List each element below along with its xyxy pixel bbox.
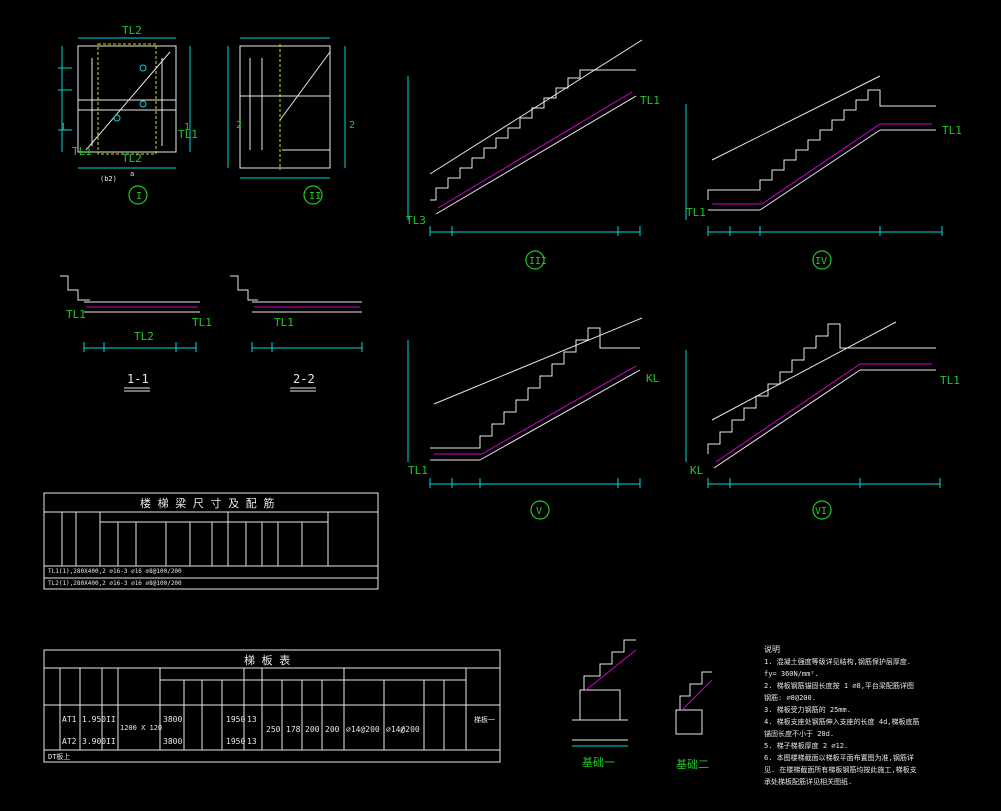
tl2-label-s11: TL2 — [134, 330, 154, 343]
section-2-2-title: 2-2 — [293, 372, 315, 386]
slab-row1-r1: ⌀14@200 — [346, 725, 380, 734]
slab-row2-name: AT2 — [62, 737, 77, 746]
kl-label-e6: KL — [690, 464, 704, 477]
slab-row1-h: 250 — [266, 725, 281, 734]
slab-row1-b2: 200 — [325, 725, 340, 734]
slab-table: 梯 板 表 AT1 1.950 II 1200 X 120 3800 1950 … — [43, 649, 501, 763]
slab-row1-n: 13 — [247, 715, 257, 724]
slab-row1-h1: 178 — [286, 725, 301, 734]
tl3-label: TL3 — [406, 214, 426, 227]
note-line-11: 承处梯板配筋详见相关图纸. — [764, 777, 852, 786]
cut-2-left: 2 — [236, 120, 242, 131]
stair-elevation-5: TL1 KL V — [407, 317, 660, 520]
beam-row-1: TL1(1),280X400,2 ⌀16-3 ⌀16 ⌀8@100/200 — [48, 568, 182, 575]
foundation-2-label: 基础二 — [676, 758, 709, 771]
section-1-1: TL1 TL2 TL1 1-1 — [60, 275, 212, 392]
note-line-3: 2. 梯板钢筋锚固长度按 1 ⌀8,平台梁配筋详图 — [764, 681, 914, 690]
notes-block: 说明 1. 混凝土强度等级详见结构,钢筋保护层厚度. fy= 360N/mm².… — [764, 644, 920, 786]
cut-1-left: 1 — [60, 122, 66, 133]
slab-row2-H: 1950 — [226, 737, 245, 746]
elevation-4-label: IV — [815, 256, 827, 267]
slab-table-foot: DT板上 — [48, 752, 70, 761]
tl1-label-e4r: TL1 — [942, 124, 962, 137]
slab-row2-n: 13 — [247, 737, 257, 746]
note-line-9: 6. 本图楼梯截面以梯板平面布置图为准,钢筋详 — [764, 753, 914, 762]
foundation-1: 基础一 — [572, 639, 637, 769]
note-line-7: 锚固长度不小于 20d. — [764, 729, 834, 738]
section-2-2: TL1 2-2 — [230, 275, 363, 392]
note-line-5: 3. 梯板受力钢筋的 25mm. — [764, 705, 851, 714]
cut-2-right: 2 — [349, 120, 355, 131]
plan-1-label: I — [136, 191, 142, 202]
foundation-1-label: 基础一 — [582, 756, 615, 769]
tl2-label-top: TL2 — [122, 24, 142, 37]
elevation-6-label: VI — [815, 506, 827, 517]
tl1-label-e4: TL1 — [686, 206, 706, 219]
tl1-label-s11: TL1 — [66, 308, 86, 321]
slab-row2-L: 3800 — [163, 737, 182, 746]
slab-row1-name: AT1 — [62, 715, 77, 724]
tl1-label-s11r: TL1 — [192, 316, 212, 329]
cut-1-right: 1 — [184, 122, 190, 133]
slab-row2-hb: 3.900 — [82, 737, 106, 746]
note-line-1: 1. 混凝土强度等级详见结构,钢筋保护层厚度. — [764, 657, 911, 666]
slab-row1-note: 梯板一 — [474, 715, 495, 724]
tl1-label-e3: TL1 — [640, 94, 660, 107]
plan-view-2: II 2 2 — [227, 37, 355, 205]
kl-label-e5: KL — [646, 372, 660, 385]
slab-table-title: 梯 板 表 — [244, 653, 290, 667]
slab-row1-b1: 200 — [305, 725, 320, 734]
elevation-5-label: V — [536, 506, 542, 517]
note-line-2: fy= 360N/mm². — [764, 670, 819, 678]
elevation-3-label: III — [529, 256, 547, 267]
tl2-label-bottom: TL2 — [122, 152, 142, 165]
notes-title: 说明 — [764, 644, 780, 654]
slab-row1-r2: / — [400, 725, 405, 734]
dim-b2-plan1: (b2) — [100, 175, 117, 183]
slab-row1-r3: ⌀14@200 — [386, 725, 420, 734]
note-line-6: 4. 梯板支座处钢筋伸入支座的长度 4d,梯板底筋 — [764, 717, 920, 726]
note-line-8: 5. 梯子梯板厚度 2 ⌀12. — [764, 741, 848, 750]
slab-row1-H: 1950 — [226, 715, 245, 724]
foundation-2: 基础二 — [675, 671, 713, 771]
slab-row1-L: 3800 — [163, 715, 182, 724]
stair-elevation-4: TL1 TL1 IV — [685, 75, 962, 270]
note-line-10: 见. 在楼梯截面所有梯板钢筋均按此施工,梯板支 — [764, 765, 917, 774]
tl1-label-plan: TL1 — [72, 145, 92, 158]
stair-elevation-6: KL TL1 VI — [685, 321, 960, 520]
tl1-label-e6: TL1 — [940, 374, 960, 387]
stair-elevation-3: TL3 TL1 III — [406, 39, 660, 270]
dim-a-plan1: a — [130, 170, 134, 178]
beam-table: 楼 梯 梁 尺 寸 及 配 筋 TL1(1),280X400,2 ⌀16-3 ⌀… — [43, 492, 379, 590]
slab-row2-type: II — [106, 737, 116, 746]
tl1-label-e5: TL1 — [408, 464, 428, 477]
slab-row1-type: II — [106, 715, 116, 724]
beam-row-2: TL2(1),280X400,2 ⌀16-3 ⌀16 ⌀8@100/200 — [48, 580, 182, 587]
plan-2-label: II — [309, 191, 321, 202]
tl1-label-plan-right: TL1 — [178, 128, 198, 141]
note-line-4: 钢筋: ⌀8@200. — [764, 693, 816, 702]
beam-table-title: 楼 梯 梁 尺 寸 及 配 筋 — [140, 496, 274, 510]
plan-view-1: I TL2 TL2 TL1 TL1 1 1 (b2) a — [58, 24, 198, 205]
tl1-label-s22: TL1 — [274, 316, 294, 329]
slab-row1-step: 1200 X 120 — [120, 724, 162, 732]
slab-row1-hb: 1.950 — [82, 715, 106, 724]
section-1-1-title: 1-1 — [127, 372, 149, 386]
